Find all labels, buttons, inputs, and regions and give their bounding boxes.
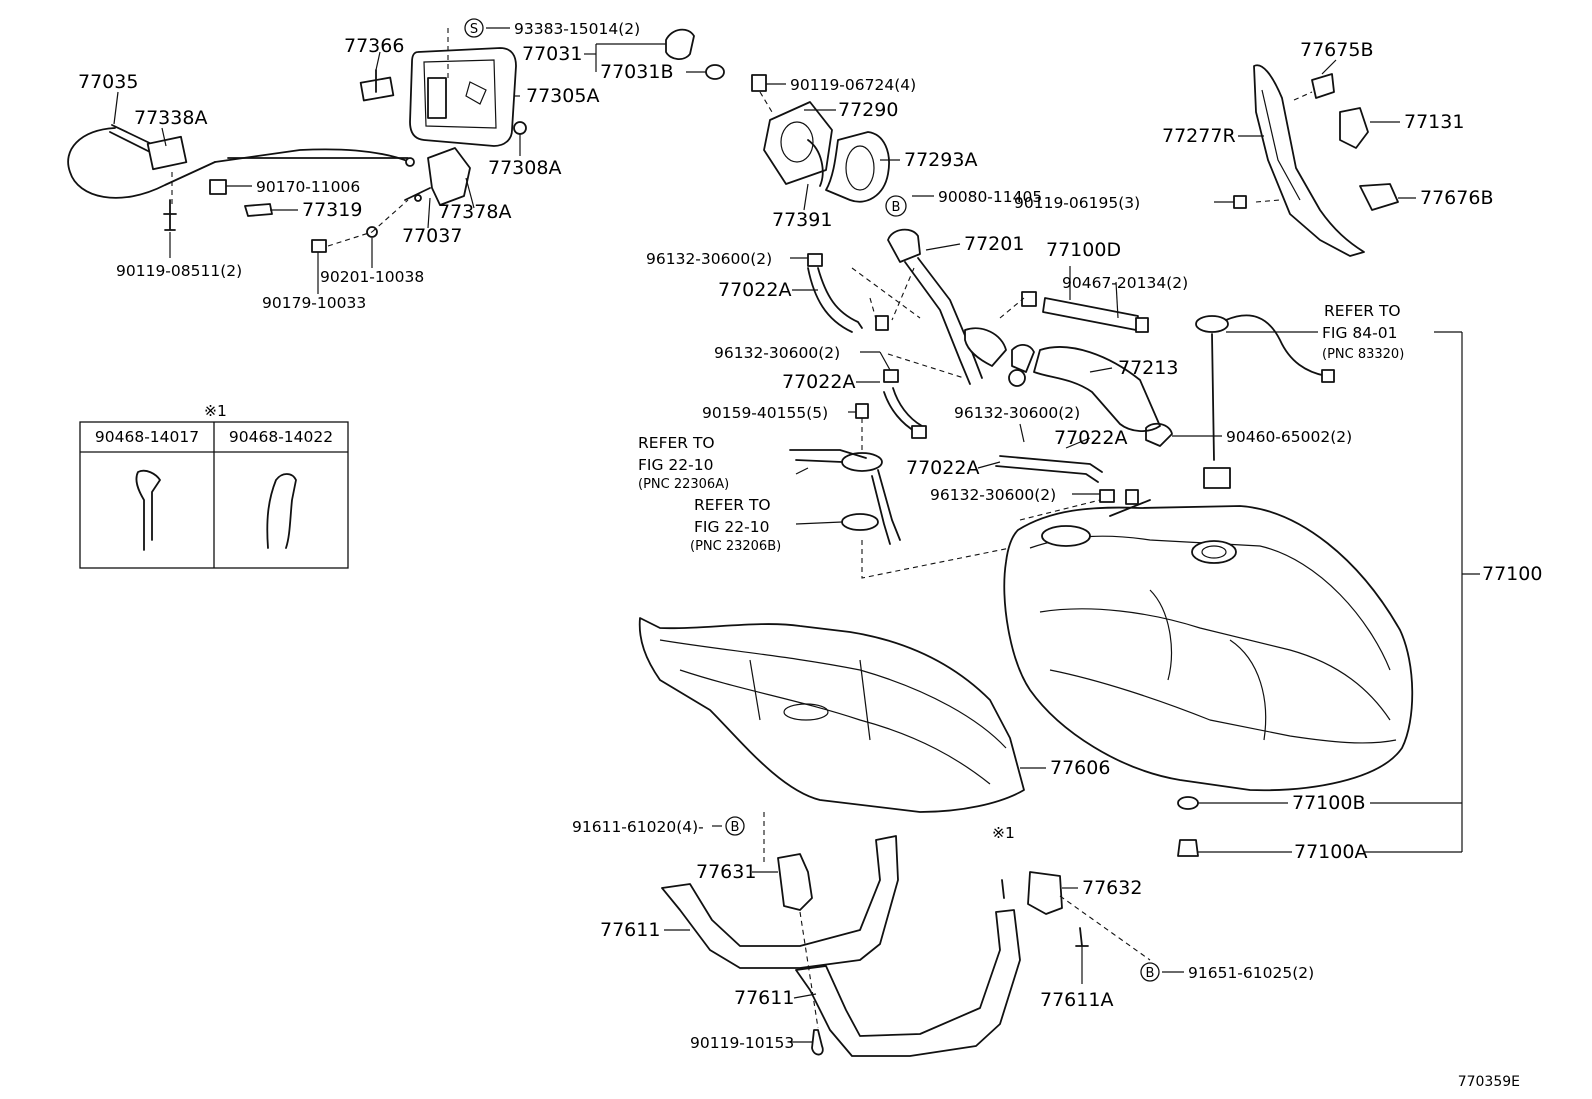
label-77022A-a: 77022A <box>718 279 791 301</box>
label-77631: 77631 <box>696 861 756 883</box>
ref3-pnc: (PNC 23206B) <box>690 539 781 554</box>
label-77213: 77213 <box>1118 357 1178 379</box>
clip-inset: ※1 90468-14017 90468-14022 <box>79 402 349 569</box>
ref2-line2: FIG 22-10 <box>638 456 713 474</box>
breather-hoses <box>807 253 1139 505</box>
ref2-line1: REFER TO <box>638 434 715 452</box>
opener-lever-parts <box>311 69 527 253</box>
label-77035: 77035 <box>78 71 138 93</box>
label-77378A: 77378A <box>438 201 511 223</box>
fuel-cap <box>665 28 725 80</box>
label-77675B: 77675B <box>1300 39 1373 61</box>
label-77037: 77037 <box>402 225 462 247</box>
marker-b-left: B <box>725 816 745 836</box>
label-77338A: 77338A <box>134 107 207 129</box>
reference-notes: REFER TO FIG 84-01 (PNC 83320) REFER TO … <box>638 302 1404 554</box>
label-90467-20134: 90467-20134(2) <box>1062 274 1188 292</box>
marker-s: S <box>464 18 484 38</box>
label-77022A-b: 77022A <box>782 371 855 393</box>
label-77100D: 77100D <box>1046 239 1121 261</box>
label-77290: 77290 <box>838 99 898 121</box>
tank-straps <box>661 812 1151 1057</box>
ref2-pnc: (PNC 22306A) <box>638 477 729 492</box>
ref1-line2: FIG 84-01 <box>1322 324 1397 342</box>
label-77611-b: 77611 <box>734 987 794 1009</box>
filler-neck-assembly <box>751 74 1026 387</box>
label-77606: 77606 <box>1050 757 1110 779</box>
label-77201: 77201 <box>964 233 1024 255</box>
label-93383-15014: 93383-15014(2) <box>514 20 640 38</box>
svg-text:B: B <box>731 820 740 835</box>
fuel-lid <box>409 28 517 147</box>
label-96132-30600-c: 96132-30600(2) <box>954 404 1080 422</box>
label-90119-10153: 90119-10153 <box>690 1034 794 1052</box>
label-77131: 77131 <box>1404 111 1464 133</box>
label-90179-10033: 90179-10033 <box>262 294 366 312</box>
leader-lines <box>113 27 1480 1043</box>
opener-cable-assembly <box>67 124 415 231</box>
label-96132-30600-a: 96132-30600(2) <box>646 250 772 268</box>
label-77632: 77632 <box>1082 877 1142 899</box>
label-77100A: 77100A <box>1294 841 1367 863</box>
ref1-pnc: (PNC 83320) <box>1322 347 1404 362</box>
label-90119-06724: 90119-06724(4) <box>790 76 916 94</box>
heat-insulator <box>1233 64 1399 257</box>
ref1-line1: REFER TO <box>1324 302 1401 320</box>
fuel-sender-unit <box>1195 314 1335 489</box>
inset-title: ※1 <box>204 402 227 420</box>
label-77366: 77366 <box>344 35 404 57</box>
dash-line <box>327 231 373 247</box>
marker-b-right: B <box>1140 962 1160 982</box>
inset-col1: 90468-14017 <box>95 428 199 446</box>
label-77676B: 77676B <box>1420 187 1493 209</box>
label-90119-06195: 90119-06195(3) <box>1014 194 1140 212</box>
label-90460-65002: 90460-65002(2) <box>1226 428 1352 446</box>
clip-icon <box>135 469 161 551</box>
label-77031B: 77031B <box>600 61 673 83</box>
tank-small-parts <box>1177 796 1199 857</box>
label-77611-a: 77611 <box>600 919 660 941</box>
label-90159-40155: 90159-40155(5) <box>702 404 828 422</box>
inset-col2: 90468-14022 <box>229 428 333 446</box>
label-90119-08511: 90119-08511(2) <box>116 262 242 280</box>
part-labels: 77035 77338A 90170-11006 77319 90119-085… <box>78 20 1542 1052</box>
label-91611-61020: 91611-61020(4)- <box>572 818 704 836</box>
label-91651-61025: 91651-61025(2) <box>1188 964 1314 982</box>
label-90080-11405: 90080-11405 <box>938 188 1042 206</box>
svg-text:S: S <box>470 22 478 37</box>
label-77308A: 77308A <box>488 157 561 179</box>
label-77100B: 77100B <box>1292 792 1365 814</box>
fuel-tank <box>1003 499 1414 792</box>
marker-b-upper: B <box>885 195 907 217</box>
drawing-id: 770359E <box>1458 1074 1520 1090</box>
label-96132-30600-b: 96132-30600(2) <box>714 344 840 362</box>
label-77022A-c: 77022A <box>1054 427 1127 449</box>
dash-line <box>371 199 409 233</box>
note-mark: ※1 <box>992 824 1015 842</box>
dash-line <box>1019 499 1101 521</box>
label-96132-30600-d: 96132-30600(2) <box>930 486 1056 504</box>
label-90201-10038: 90201-10038 <box>320 268 424 286</box>
ref3-line1: REFER TO <box>694 496 771 514</box>
label-77100: 77100 <box>1482 563 1542 585</box>
tank-protector <box>638 617 1025 813</box>
label-77277R: 77277R <box>1162 125 1236 147</box>
label-77293A: 77293A <box>904 149 977 171</box>
label-77031: 77031 <box>522 43 582 65</box>
ref3-line2: FIG 22-10 <box>694 518 769 536</box>
label-77022A-d: 77022A <box>906 457 979 479</box>
label-77391: 77391 <box>772 209 832 231</box>
svg-text:B: B <box>1146 966 1155 981</box>
label-90170-11006: 90170-11006 <box>256 178 360 196</box>
filler-hoses <box>999 291 1173 447</box>
clip-icon <box>266 473 297 549</box>
label-77319: 77319 <box>302 199 362 221</box>
label-77611A: 77611A <box>1040 989 1113 1011</box>
svg-text:B: B <box>892 200 901 215</box>
label-77305A: 77305A <box>526 85 599 107</box>
